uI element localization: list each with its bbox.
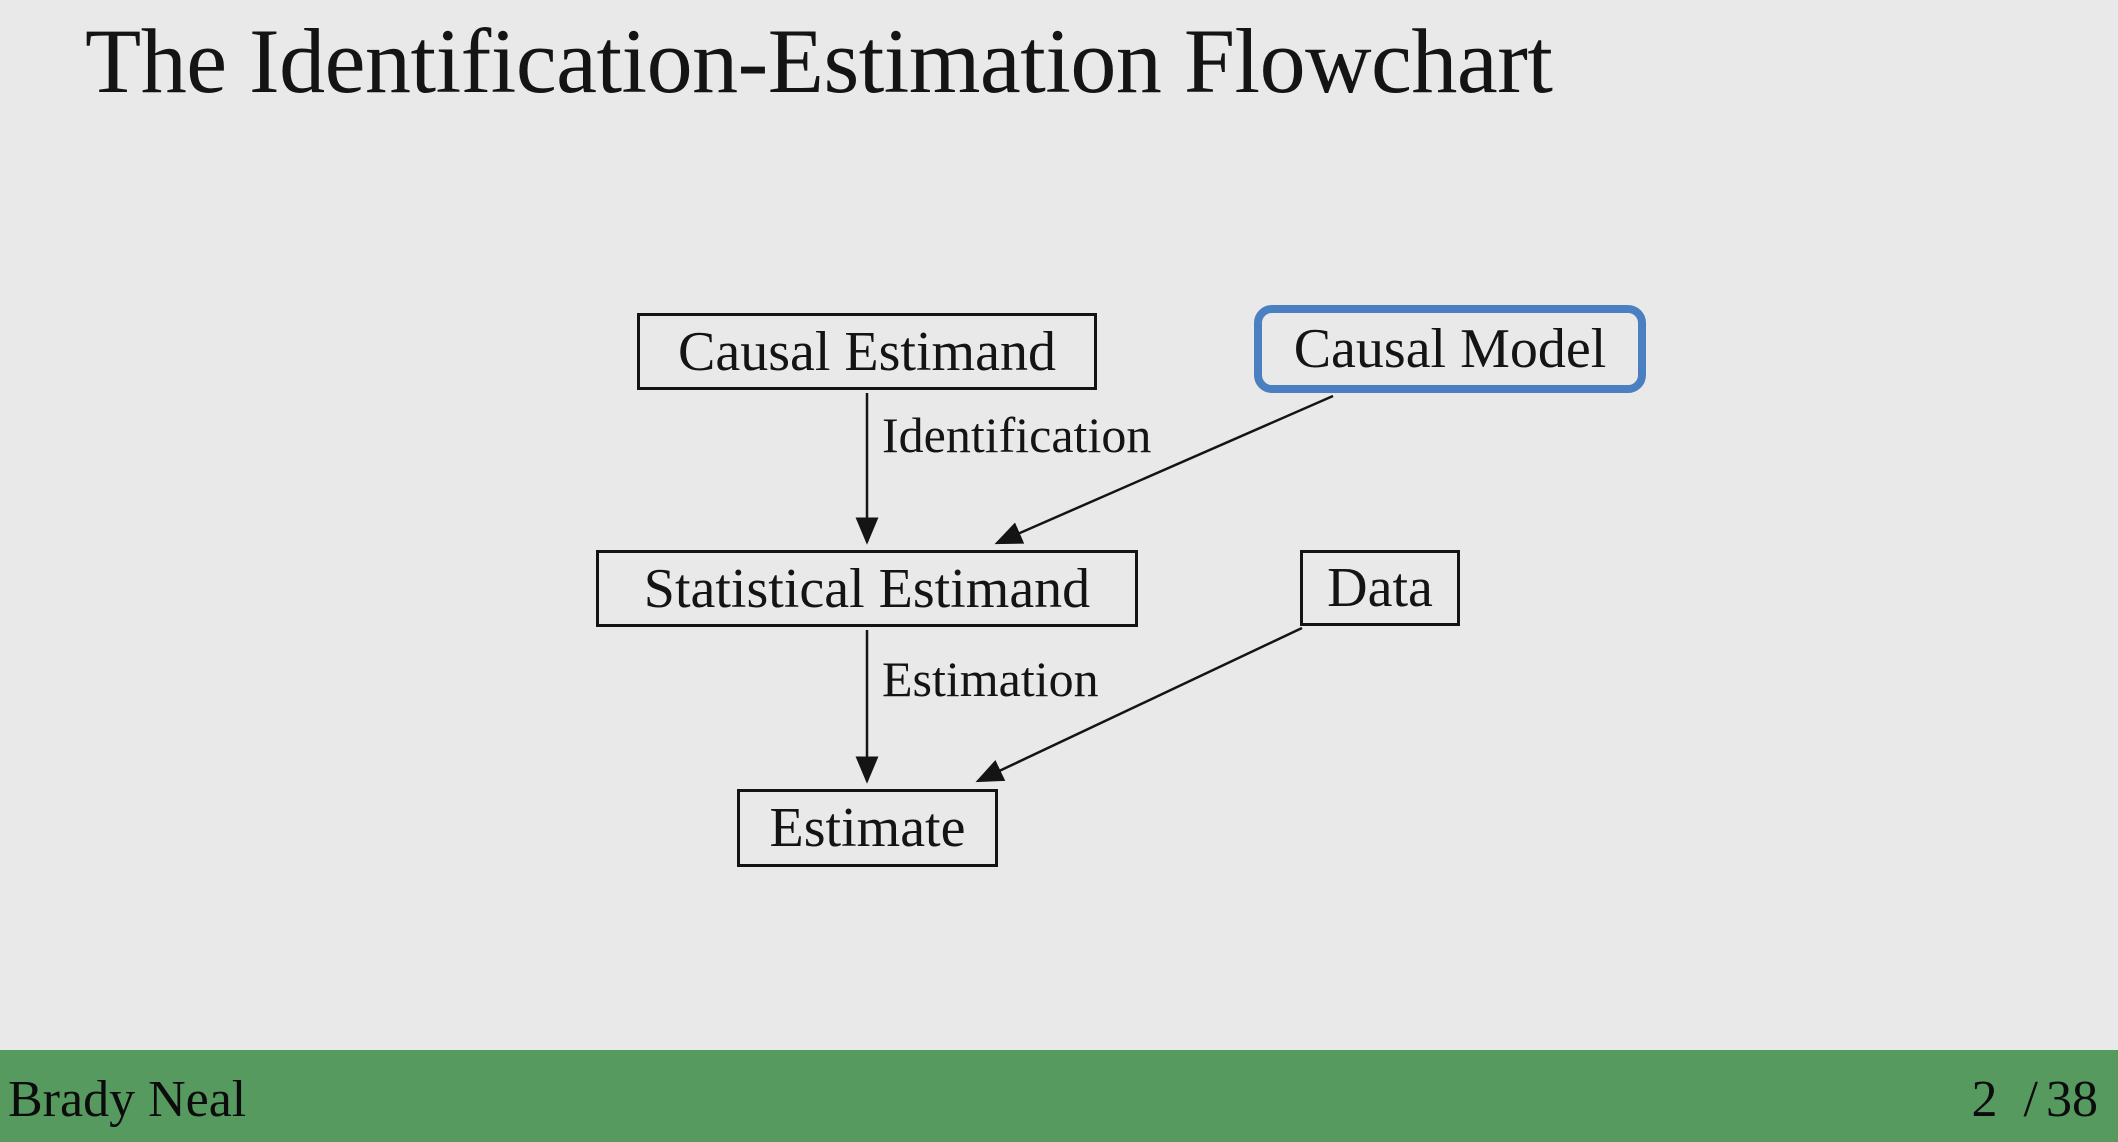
- node-statistical-estimand: Statistical Estimand: [596, 550, 1138, 627]
- node-statistical-estimand-label: Statistical Estimand: [643, 557, 1091, 620]
- footer-bar: Brady Neal 2 / 38: [0, 1050, 2118, 1142]
- node-data: Data: [1300, 550, 1460, 626]
- node-causal-model-label: Causal Model: [1293, 318, 1607, 380]
- node-causal-model: Causal Model: [1254, 305, 1646, 393]
- slide-title: The Identification-Estimation Flowchart: [85, 10, 1553, 112]
- edge-data-arrow: [975, 626, 1303, 783]
- node-causal-estimand-label: Causal Estimand: [678, 320, 1056, 383]
- edge-label-identification: Identification: [882, 407, 1152, 463]
- page-total: 38: [2046, 1070, 2098, 1128]
- edge-causal-model-arrow: [994, 394, 1334, 545]
- edge-label-estimation: Estimation: [882, 651, 1099, 707]
- node-data-label: Data: [1327, 557, 1433, 619]
- footer-author: Brady Neal: [8, 1070, 247, 1128]
- node-causal-estimand: Causal Estimand: [637, 313, 1097, 390]
- page-number: 2: [1971, 1070, 1998, 1128]
- page-indicator: 2 / 38: [1972, 1064, 2098, 1129]
- page-separator: /: [2023, 1070, 2038, 1128]
- node-estimate: Estimate: [737, 789, 998, 867]
- node-estimate-label: Estimate: [769, 797, 966, 859]
